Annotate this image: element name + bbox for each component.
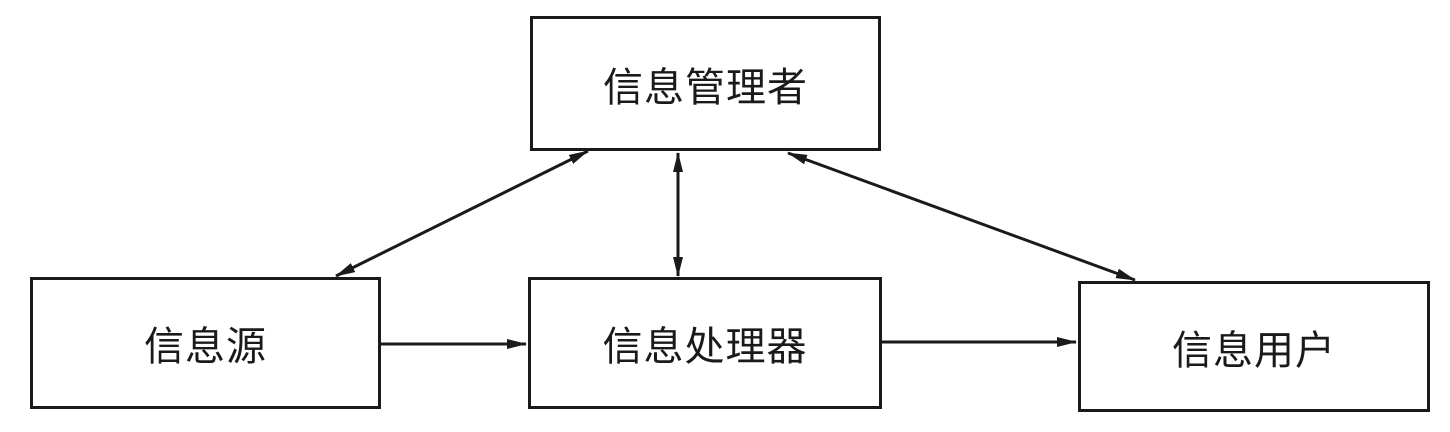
node-label-info-manager: 信息管理者 — [603, 64, 808, 111]
node-info-manager: 信息管理者 — [530, 16, 881, 151]
node-label-info-source: 信息源 — [144, 324, 267, 370]
node-label-info-processor: 信息处理器 — [602, 324, 808, 370]
node-info-source: 信息源 — [30, 277, 381, 409]
node-info-processor: 信息处理器 — [528, 277, 882, 409]
edge-manager-user — [787, 151, 1136, 282]
node-label-info-user: 信息用户 — [1172, 327, 1336, 374]
edge-manager-source — [335, 149, 589, 278]
node-info-user: 信息用户 — [1078, 281, 1430, 412]
